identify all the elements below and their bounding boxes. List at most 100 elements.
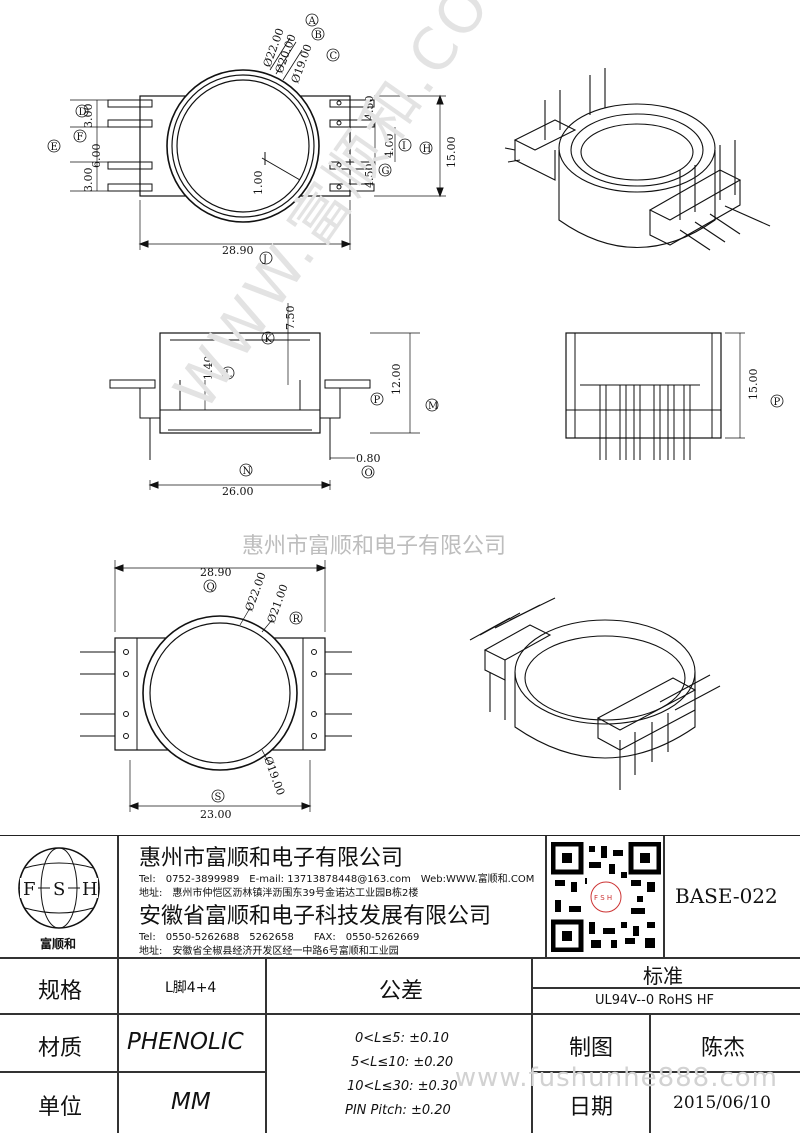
company-info: 惠州市富顺和电子有限公司 Tel: 0752-3899989 E-mail: 1… bbox=[118, 836, 546, 958]
dim-bottom-bottom: 23.00 bbox=[200, 808, 232, 821]
standard-label: 标准 bbox=[643, 964, 683, 988]
contact-2: Tel: 0550-5262688 5262658 FAX: 0550-5262… bbox=[139, 932, 420, 943]
standard-value-cell: UL94V--0 RoHS HF bbox=[532, 988, 800, 1014]
dim-top-height: 15.00 bbox=[445, 137, 458, 169]
qr-caption: F S H bbox=[594, 894, 612, 902]
balloon-m: M bbox=[425, 398, 439, 412]
svg-text:R: R bbox=[293, 614, 301, 625]
logo-letter-s: S bbox=[53, 879, 65, 900]
svg-text:S: S bbox=[215, 792, 222, 803]
drawn-label: 制图 bbox=[569, 1036, 614, 1061]
unit-value: MM bbox=[171, 1089, 211, 1115]
company-name-2: 安徽省富顺和电子科技发展有限公司 bbox=[139, 904, 492, 929]
dim-front-k: 7.50 bbox=[284, 306, 297, 331]
drawn-value-cell: 陈杰 bbox=[650, 1014, 800, 1072]
qr-code-icon: F S H bbox=[551, 842, 661, 952]
dim-top-pitch-top: 3.00 bbox=[82, 104, 95, 129]
balloon-j: J bbox=[259, 251, 273, 265]
logo-letter-h: H bbox=[82, 879, 98, 900]
standard-label-cell: 标准 bbox=[532, 958, 800, 988]
svg-text:N: N bbox=[243, 466, 252, 477]
unit-label-cell: 单位 bbox=[0, 1072, 118, 1133]
balloon-f: F bbox=[73, 129, 87, 143]
material-value: PHENOLIC bbox=[127, 1029, 244, 1055]
contact-1: Tel: 0752-3899989 E-mail: 13713878448@16… bbox=[139, 874, 535, 885]
tolerance-values-cell: 0<L≤5: ±0.10 5<L≤10: ±0.20 10<L≤30: ±0.3… bbox=[266, 1014, 532, 1133]
svg-text:H: H bbox=[423, 144, 432, 155]
spec-value: L脚4+4 bbox=[165, 980, 217, 996]
balloon-o: O bbox=[361, 465, 375, 479]
spec-value-cell: L脚4+4 bbox=[118, 958, 266, 1014]
tolerance-2: 5<L≤10: ±0.20 bbox=[351, 1055, 454, 1070]
address-2: 地址: 安徽省全椒县经济开发区经一中路6号富顺和工业园 bbox=[139, 946, 399, 957]
top-view bbox=[70, 37, 446, 250]
bottom-view bbox=[80, 560, 352, 812]
svg-text:K: K bbox=[265, 334, 273, 345]
balloon-k: K bbox=[261, 331, 275, 345]
dim-top-pitch-mid: 6.00 bbox=[90, 144, 103, 169]
drawn-label-cell: 制图 bbox=[532, 1014, 650, 1072]
part-number: BASE-022 bbox=[675, 884, 778, 908]
dim-top-pitch-bot: 3.00 bbox=[82, 168, 95, 193]
svg-text:I: I bbox=[402, 141, 406, 152]
standard-value: UL94V--0 RoHS HF bbox=[595, 993, 715, 1008]
company-name-1: 惠州市富顺和电子有限公司 bbox=[139, 846, 404, 871]
svg-text:F: F bbox=[77, 132, 84, 143]
title-block: F S H 富顺和 惠州市富顺和电子有限公司 Tel: 0752-3899989… bbox=[0, 835, 800, 1133]
svg-text:M: M bbox=[428, 401, 438, 412]
svg-text:J: J bbox=[262, 254, 267, 265]
tolerance-1: 0<L≤5: ±0.10 bbox=[355, 1031, 449, 1046]
logo-caption: 富顺和 bbox=[40, 936, 76, 951]
balloon-p: P bbox=[370, 392, 384, 406]
balloon-d: D bbox=[75, 104, 89, 118]
dim-bottom-d1: Ø22.00 bbox=[243, 571, 269, 614]
isometric-view-1 bbox=[504, 68, 771, 251]
dim-top-r-mid: 4.00 bbox=[383, 134, 396, 159]
balloon-b: B bbox=[311, 27, 325, 41]
svg-text:P: P bbox=[774, 397, 781, 408]
svg-text:E: E bbox=[51, 142, 58, 153]
address-1: 地址: 惠州市仲恺区沥林镇泮沥围东39号金诺达工业园B栋2楼 bbox=[139, 888, 419, 899]
balloon-e: E bbox=[47, 139, 61, 153]
tolerance-label: 公差 bbox=[379, 979, 424, 1004]
balloon-s: S bbox=[211, 789, 225, 803]
material-value-cell: PHENOLIC bbox=[118, 1014, 266, 1072]
material-label-cell: 材质 bbox=[0, 1014, 118, 1072]
date-value: 2015/06/10 bbox=[673, 1093, 771, 1113]
dim-top-r-bot: 4.50 bbox=[363, 164, 376, 189]
qr-cell: F S H bbox=[546, 836, 664, 958]
balloon-h: H bbox=[419, 141, 433, 155]
dim-top-r-top: 4.50 bbox=[363, 96, 376, 121]
svg-text:P: P bbox=[374, 395, 381, 406]
spec-label: 规格 bbox=[38, 979, 83, 1004]
svg-text:D: D bbox=[79, 107, 87, 118]
svg-text:G: G bbox=[382, 166, 390, 177]
balloon-a: A bbox=[305, 13, 319, 27]
logo-letter-f: F bbox=[23, 879, 36, 900]
svg-text:A: A bbox=[308, 16, 317, 27]
date-value-cell: 2015/06/10 bbox=[650, 1072, 800, 1133]
balloon-l: L bbox=[221, 366, 235, 380]
svg-text:C: C bbox=[330, 51, 338, 62]
svg-text:O: O bbox=[365, 468, 373, 479]
date-label: 日期 bbox=[569, 1095, 614, 1120]
svg-text:Q: Q bbox=[207, 582, 215, 593]
side-view bbox=[565, 332, 745, 460]
balloon-g: G bbox=[378, 163, 392, 177]
dim-front-m: 12.00 bbox=[390, 364, 403, 396]
isometric-view-2 bbox=[469, 597, 721, 790]
technical-drawing: Ø22.00 Ø20.00 Ø19.00 3.00 6.00 3.00 4.50… bbox=[47, 13, 784, 821]
dim-bottom-d3: Ø19.00 bbox=[261, 755, 287, 798]
drawn-value: 陈杰 bbox=[701, 1036, 746, 1061]
part-number-cell: BASE-022 bbox=[664, 836, 800, 958]
spec-label-cell: 规格 bbox=[0, 958, 118, 1014]
svg-text:B: B bbox=[315, 30, 322, 41]
tolerance-label-cell: 公差 bbox=[266, 958, 532, 1014]
dim-top-width: 28.90 bbox=[222, 244, 254, 257]
tolerance-4: PIN Pitch: ±0.20 bbox=[345, 1103, 451, 1118]
unit-label: 单位 bbox=[38, 1095, 83, 1120]
front-view bbox=[109, 303, 420, 490]
unit-value-cell: MM bbox=[118, 1072, 266, 1133]
balloon-q: Q bbox=[203, 579, 217, 593]
logo-cell: F S H 富顺和 bbox=[0, 836, 118, 958]
